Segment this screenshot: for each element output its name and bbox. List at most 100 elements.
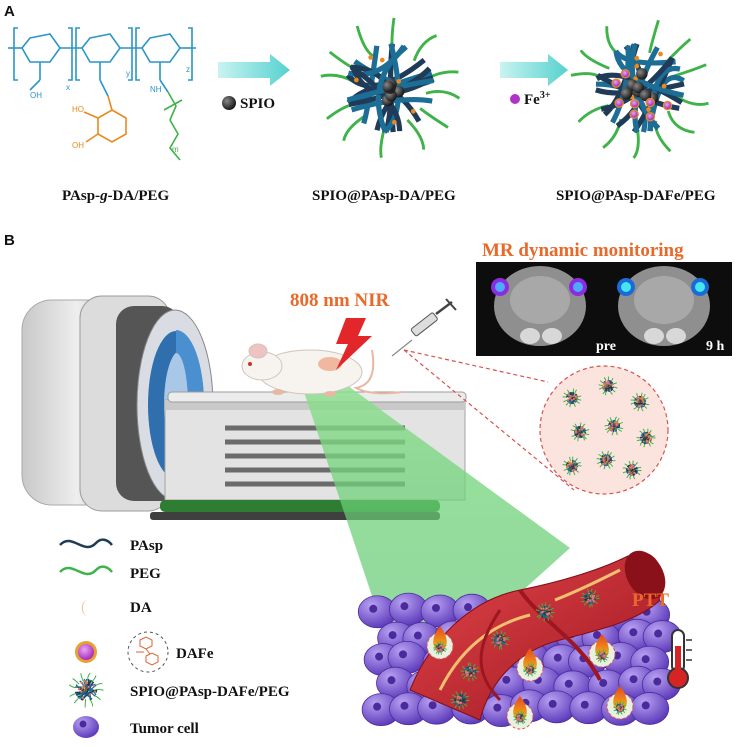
peg-strand [648, 19, 660, 54]
peg-strand [80, 673, 84, 682]
fe-ion [469, 667, 471, 669]
spio-core [544, 610, 547, 614]
dopamine-moiety [83, 95, 127, 143]
fe-ion [440, 650, 443, 653]
tumor-cell-nucleus [653, 677, 662, 686]
peg-strand [636, 392, 639, 398]
da-dot [499, 644, 502, 647]
da-dot [80, 690, 83, 693]
da-dot [93, 690, 96, 693]
chem-label-nh: NH [150, 85, 162, 94]
fe-ion [580, 426, 583, 429]
fe-ion [603, 382, 605, 385]
fe-ion [637, 399, 639, 402]
fe-ion [664, 102, 671, 109]
da-dot [83, 680, 86, 683]
fe-ion [602, 463, 604, 466]
da-dot [540, 607, 543, 610]
fe-ion [520, 719, 522, 722]
peg-strand [592, 590, 597, 595]
spio-core [604, 386, 607, 390]
peg-strand [90, 675, 97, 683]
fe-ion [87, 686, 90, 688]
fe-ion [650, 438, 652, 441]
spio-core [460, 698, 464, 701]
tumor-cell-nucleus [387, 676, 396, 685]
fe-ion [457, 696, 459, 698]
fe-ion [546, 613, 549, 616]
peg-strand [614, 416, 618, 422]
peg-strand [649, 440, 654, 445]
legend-nanoparticle: SPIO@PAsp-DAFe/PEG [130, 684, 290, 700]
caption-spio-pasp-dafe-peg: SPIO@PAsp-DAFe/PEG [556, 188, 716, 204]
chem-label-z: z [186, 65, 190, 74]
fe-ion [630, 467, 632, 469]
fe-ion [582, 434, 584, 436]
tumor-cell-nucleus [388, 631, 397, 640]
fe-ion [611, 426, 614, 429]
mr-label-9h: 9 h [706, 339, 725, 354]
spio-core [468, 671, 472, 674]
peg-strand [419, 107, 449, 129]
chem-labels: OH x y z HO OH NH m [30, 65, 190, 154]
reagent-fe: Fe3+ [524, 90, 551, 108]
peg-strand [636, 438, 642, 442]
fe-ion [586, 601, 589, 603]
reagent-spio: SPIO [240, 96, 275, 112]
fe-ion [473, 668, 475, 670]
pasp-strand [85, 678, 96, 697]
peg-strand [617, 428, 622, 432]
fe-ion [466, 671, 469, 674]
fe-ion [569, 395, 572, 398]
mr-scan-pre [491, 266, 587, 346]
fe-ion [648, 436, 650, 439]
legend-peg: PEG [130, 566, 161, 582]
da-dot [661, 83, 667, 89]
fe-ion [88, 693, 91, 696]
tumor-cell-nucleus [641, 655, 650, 664]
syringe-icon [391, 298, 457, 357]
peg-strand [650, 435, 656, 438]
chem-label-oh: OH [30, 91, 42, 100]
fe-ion [642, 397, 644, 399]
fe-ion [598, 656, 601, 659]
fe-ion [607, 458, 610, 460]
fe-ion [573, 395, 576, 397]
fe-ion [545, 607, 548, 610]
da-dot [658, 51, 663, 57]
fe-ion [516, 715, 519, 718]
da-dot [396, 78, 402, 84]
peg-strand [406, 118, 426, 150]
vessel-nanoparticles [450, 588, 600, 710]
tumor-cell-nucleus [629, 628, 638, 637]
da-dot [85, 681, 88, 684]
fe-ion [639, 405, 642, 407]
fe-ion [530, 667, 533, 669]
spio-core [607, 459, 611, 463]
panel-label-b: B [4, 232, 15, 249]
fe-ion [460, 702, 462, 704]
fe-ion [610, 429, 613, 432]
peg-strand [500, 630, 503, 636]
da-dot [572, 461, 575, 464]
legend-tumor-swatch [73, 716, 99, 738]
fe-ion [569, 397, 571, 400]
peg-strand [666, 110, 695, 134]
arrow-2 [500, 54, 568, 86]
pasp-strand [612, 419, 617, 432]
legend-pasp: PAsp [130, 538, 163, 554]
spio-core [638, 401, 641, 404]
peg-strand [604, 424, 610, 427]
spio-core [640, 401, 643, 404]
legend-dafe: DAFe [176, 646, 214, 662]
fe-ion [575, 429, 577, 431]
tumor-cell-nucleus [400, 701, 409, 710]
tumor-cell-nucleus [493, 703, 502, 712]
peg-strand [582, 435, 587, 440]
peg-strand [565, 401, 570, 406]
mr-label-pre: pre [596, 339, 616, 354]
peg-chain [163, 91, 183, 161]
light-beam [300, 380, 570, 665]
da-dot [634, 55, 640, 61]
fe-ion [636, 397, 638, 399]
